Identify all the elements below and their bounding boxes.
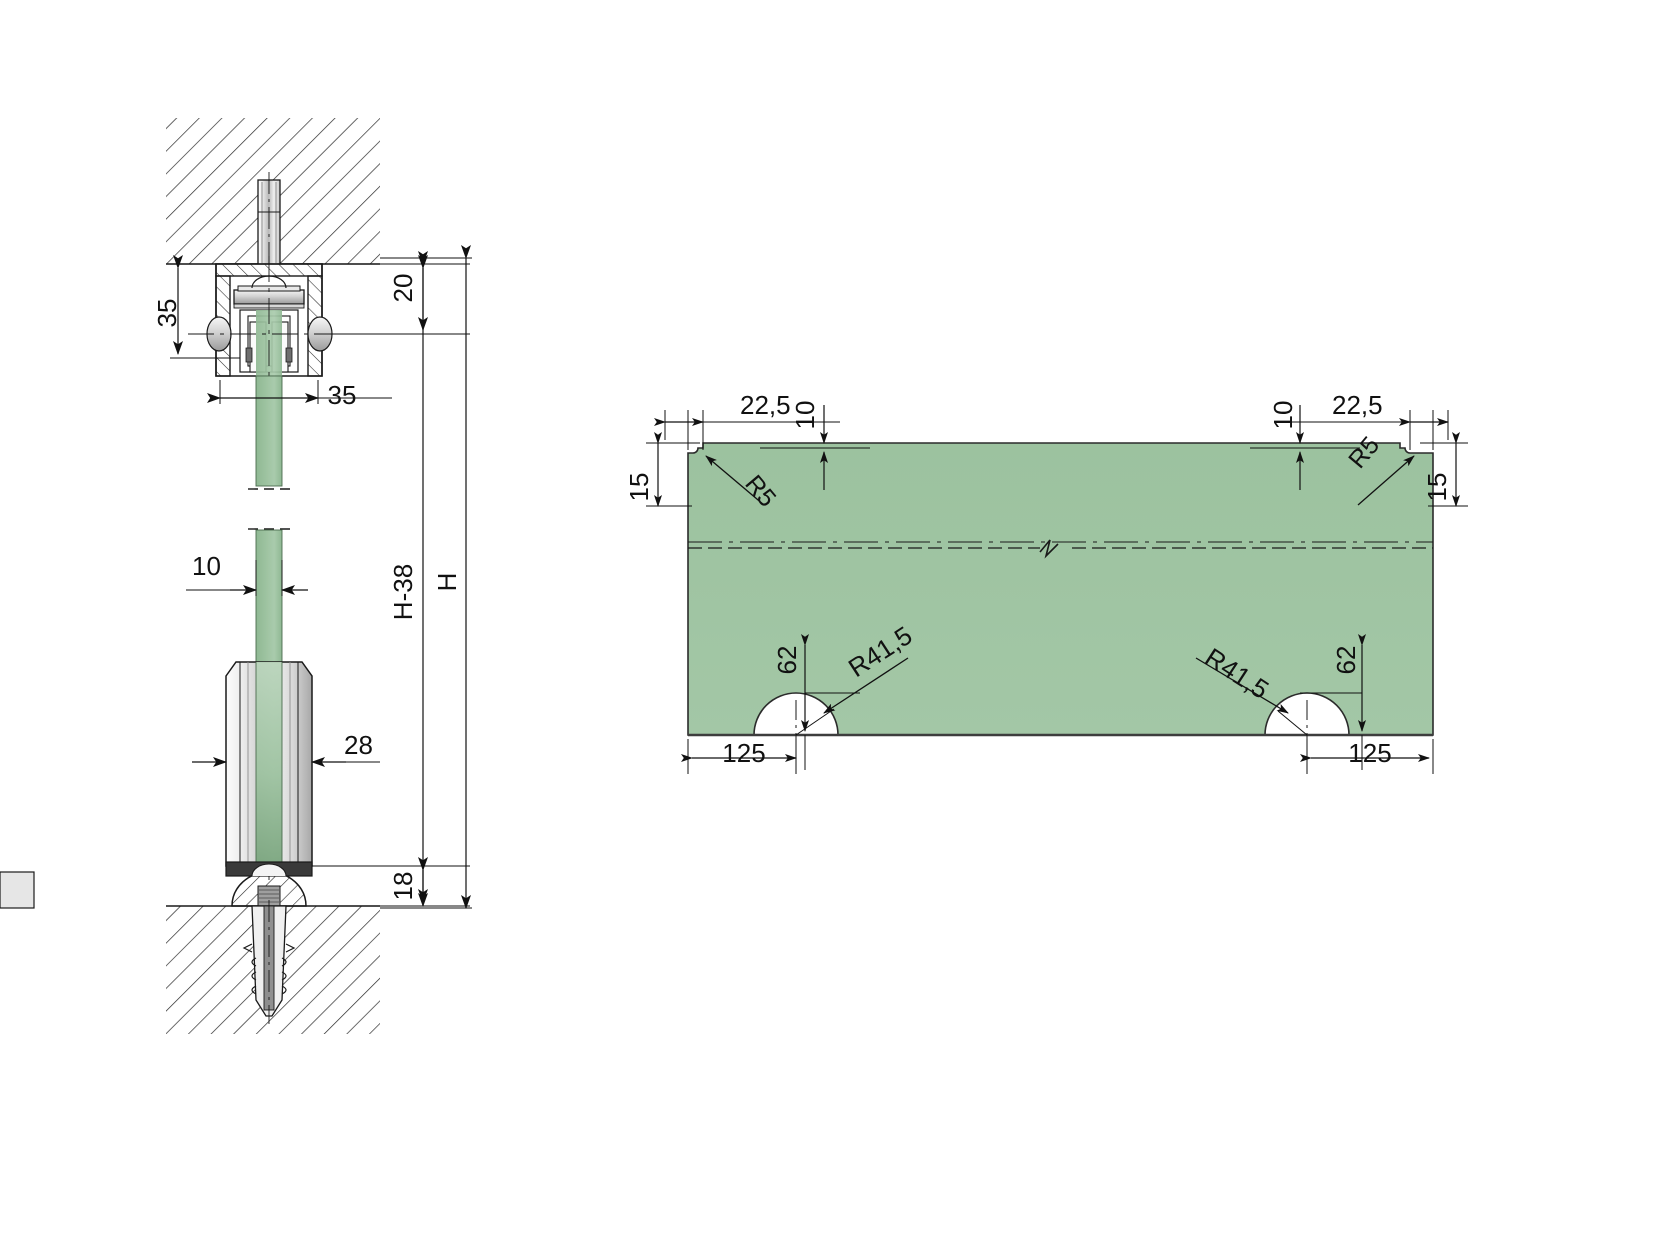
radius-R41-5-right-leader — [1195, 657, 1308, 736]
dim-35-bracket-width — [207, 380, 392, 404]
panel-view-group: 22,5 10 15 R5 10 22,5 15 R5 62 R41,5 62 … — [624, 390, 1468, 774]
dim-35-bracket-height — [170, 255, 240, 359]
radius-R5-left-leader — [705, 455, 765, 506]
dim-H-overall-height — [380, 245, 472, 909]
ceiling-anchor-bolt — [257, 172, 281, 266]
dim-label-H-38: H-38 — [388, 564, 418, 620]
floor-expansion-anchor — [242, 900, 296, 1024]
dim-label-10-right: 10 — [1268, 401, 1298, 430]
dim-15-left — [646, 432, 700, 507]
dim-label-20: 20 — [388, 274, 418, 303]
dim-label-H: H — [432, 573, 462, 592]
section-dimensions — [170, 245, 472, 909]
dim-label-35-bracket-width: 35 — [328, 380, 357, 410]
dim-62-right — [1300, 634, 1366, 770]
dim-label-10-left: 10 — [790, 401, 820, 430]
radius-R5-right-leader — [1357, 455, 1415, 506]
dim-label-10: 10 — [192, 551, 221, 581]
dim-label-15-right: 15 — [1422, 473, 1452, 502]
dim-label-22-5-right: 22,5 — [1332, 390, 1383, 420]
dim-125-right — [1300, 739, 1434, 774]
break-line-symbol — [688, 539, 1433, 559]
dim-15-right — [1420, 432, 1468, 507]
dim-125-left — [681, 739, 797, 774]
dim-label-28: 28 — [344, 730, 373, 760]
glass-panel-elevation — [687, 442, 1434, 737]
floor-anchor-dome — [0, 863, 307, 909]
roller-housing — [188, 256, 352, 398]
dim-10-glass-thickness — [186, 560, 308, 596]
dim-label-35-bracket-height: 35 — [152, 299, 182, 328]
dim-label-62-left: 62 — [772, 646, 802, 675]
dim-label-15-left: 15 — [624, 473, 654, 502]
section-view-group: 35 20 35 10 28 18 H-38 H — [0, 118, 472, 1034]
dim-label-125-right: 125 — [1348, 738, 1391, 768]
panel-dimensions — [646, 405, 1468, 774]
dim-label-22-5-left: 22,5 — [740, 390, 791, 420]
dim-label-18: 18 — [388, 872, 418, 901]
glass-panel-upper — [248, 375, 292, 490]
dim-10-right — [1250, 405, 1360, 490]
bottom-clamp-block — [225, 661, 313, 877]
dim-label-125-left: 125 — [722, 738, 765, 768]
dim-label-62-right: 62 — [1331, 646, 1361, 675]
dim-62-left — [801, 634, 860, 770]
dim-10-left — [760, 405, 870, 490]
radius-R41-5-left-leader — [795, 657, 909, 736]
